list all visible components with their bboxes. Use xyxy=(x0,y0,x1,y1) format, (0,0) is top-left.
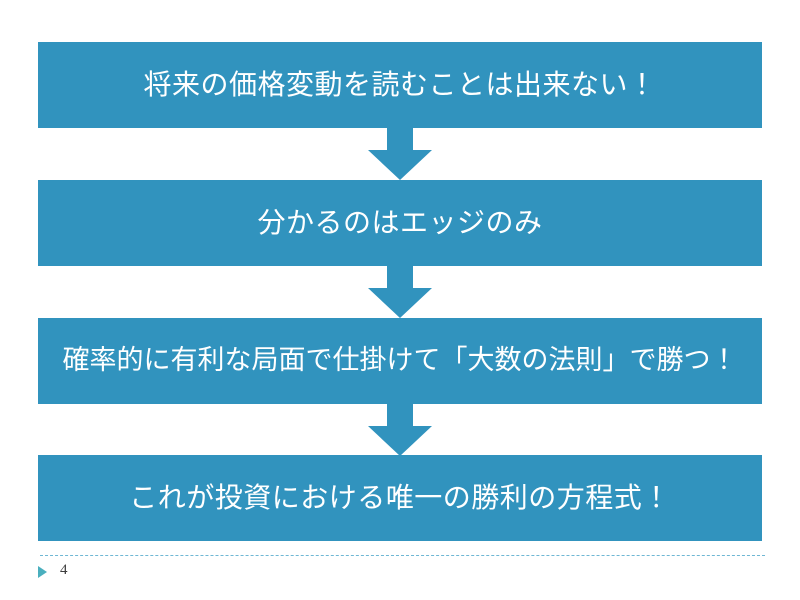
process-box-4[interactable]: これが投資における唯一の勝利の方程式！ xyxy=(38,455,762,541)
footer-divider xyxy=(40,555,765,556)
process-box-4-label: これが投資における唯一の勝利の方程式！ xyxy=(129,481,671,513)
process-box-3-label: 確率的に有利な局面で仕掛けて「大数の法則」で勝つ！ xyxy=(62,345,738,376)
down-arrow-icon xyxy=(368,404,432,456)
triangle-right-icon xyxy=(38,566,47,578)
process-box-3[interactable]: 確率的に有利な局面で仕掛けて「大数の法則」で勝つ！ xyxy=(38,318,762,404)
process-box-2[interactable]: 分かるのはエッジのみ xyxy=(38,180,762,266)
connector-arrow-1 xyxy=(368,128,432,180)
slide-number: 4 xyxy=(60,562,68,578)
process-box-1[interactable]: 将来の価格変動を読むことは出来ない！ xyxy=(38,42,762,128)
down-arrow-icon xyxy=(368,128,432,180)
down-arrow-icon xyxy=(368,266,432,318)
process-box-2-label: 分かるのはエッジのみ xyxy=(257,206,543,238)
process-box-1-label: 将来の価格変動を読むことは出来ない！ xyxy=(143,68,657,100)
connector-arrow-2 xyxy=(368,266,432,318)
connector-arrow-3 xyxy=(368,404,432,456)
